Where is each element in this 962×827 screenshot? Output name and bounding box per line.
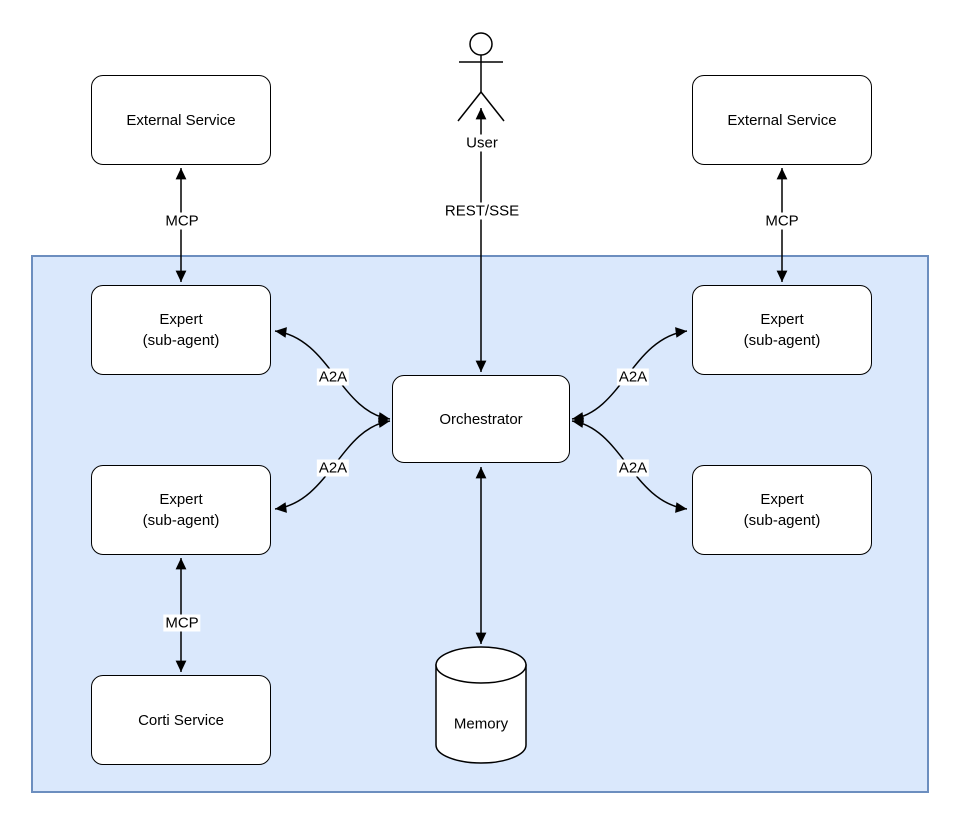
- node-orchestrator: Orchestrator: [392, 375, 570, 463]
- node-label: Expert (sub-agent): [743, 311, 821, 349]
- edge-label-a2a-bottom-right: A2A: [616, 459, 650, 477]
- node-expert-bottom-right: Expert (sub-agent): [692, 465, 872, 555]
- edge-label-mcp-left: MCP: [163, 212, 201, 230]
- user-actor-icon: [457, 32, 505, 122]
- node-label: Expert (sub-agent): [142, 311, 220, 349]
- node-expert-top-right: Expert (sub-agent): [692, 285, 872, 375]
- edge-label-a2a-bottom-left: A2A: [316, 459, 350, 477]
- node-label: Expert (sub-agent): [142, 491, 220, 529]
- edge-label-rest-sse: REST/SSE: [442, 202, 522, 220]
- edge-label-a2a-top-left: A2A: [316, 368, 350, 386]
- user-label: User: [464, 134, 500, 152]
- node-label: Orchestrator: [439, 410, 523, 428]
- memory-cylinder: [435, 646, 527, 764]
- node-label: External Service: [126, 111, 236, 129]
- node-label: External Service: [727, 111, 837, 129]
- node-label: Expert (sub-agent): [743, 491, 821, 529]
- node-expert-top-left: Expert (sub-agent): [91, 285, 271, 375]
- node-external-service-right: External Service: [692, 75, 872, 165]
- memory-label: Memory: [453, 715, 509, 733]
- node-external-service-left: External Service: [91, 75, 271, 165]
- node-expert-bottom-left: Expert (sub-agent): [91, 465, 271, 555]
- node-label: Corti Service: [138, 711, 224, 729]
- node-corti-service: Corti Service: [91, 675, 271, 765]
- edge-label-mcp-bottom-left: MCP: [163, 614, 201, 632]
- edge-label-mcp-right: MCP: [763, 212, 801, 230]
- edge-label-a2a-top-right: A2A: [616, 368, 650, 386]
